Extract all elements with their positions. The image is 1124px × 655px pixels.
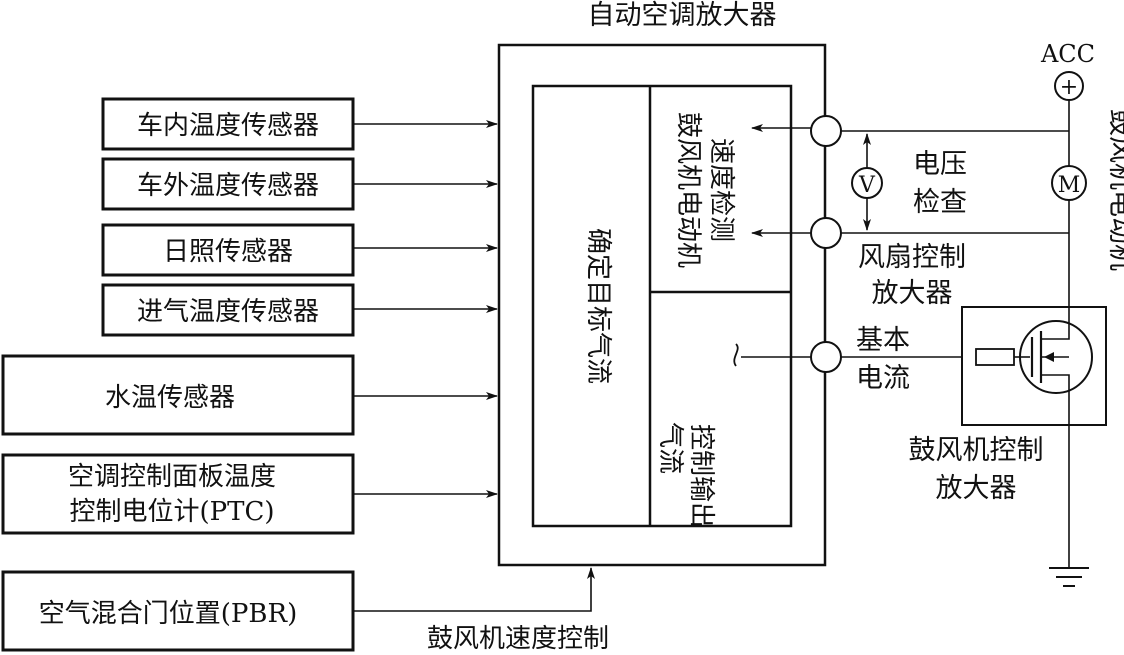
target-airflow-label: 确定目标气流 bbox=[583, 228, 613, 384]
ptc-line1: 空调控制面板温度 bbox=[68, 462, 276, 492]
voltmeter-symbol: V bbox=[858, 173, 876, 198]
blower-amp-line2: 放大器 bbox=[936, 473, 1017, 504]
airflow-output-line1: 气流 bbox=[655, 422, 685, 474]
sensor-solar: 日照传感器 bbox=[163, 237, 293, 267]
acc-terminal-icon bbox=[1054, 71, 1084, 101]
blower-motor-label: 鼓风机电动机 bbox=[1105, 109, 1124, 271]
base-current-line2: 电流 bbox=[856, 363, 910, 394]
airflow-output-line2: 控制输出 bbox=[686, 424, 716, 528]
motor-speed-detect-line2: 速度检测 bbox=[706, 138, 736, 242]
sensor-cabin-temp: 车内温度传感器 bbox=[137, 111, 319, 141]
blower-speed-control-label: 鼓风机速度控制 bbox=[427, 624, 609, 654]
acc-label: ACC bbox=[1040, 40, 1095, 68]
voltmeter-icon bbox=[851, 167, 883, 199]
sensor-water-temp: 水温传感器 bbox=[105, 383, 235, 413]
transistor-icon bbox=[1019, 320, 1093, 394]
amplifier-box bbox=[497, 43, 827, 567]
voltage-check-line2: 检查 bbox=[913, 187, 967, 218]
ptc-line2: 控制电位计(PTC) bbox=[69, 497, 274, 527]
acc-plus-symbol: + bbox=[1060, 75, 1078, 100]
blower-amp-line1: 鼓风机控制 bbox=[909, 435, 1044, 466]
inner-box bbox=[531, 84, 793, 528]
voltage-check-line1: 电压 bbox=[913, 149, 967, 180]
base-current-line1: 基本 bbox=[856, 325, 910, 356]
motor-symbol: M bbox=[1058, 173, 1081, 198]
amplifier-title: 自动空调放大器 bbox=[588, 0, 777, 31]
sensor-outside-temp: 车外温度传感器 bbox=[137, 171, 319, 201]
pbr-label: 空气混合门位置(PBR) bbox=[39, 599, 297, 629]
motor-icon bbox=[1051, 165, 1087, 201]
fan-amp-line2: 放大器 bbox=[872, 278, 953, 309]
sensor-intake-temp: 进气温度传感器 bbox=[137, 297, 319, 327]
motor-speed-detect-line1: 鼓风机电动机 bbox=[673, 112, 703, 268]
fan-amp-line1: 风扇控制 bbox=[858, 242, 966, 273]
